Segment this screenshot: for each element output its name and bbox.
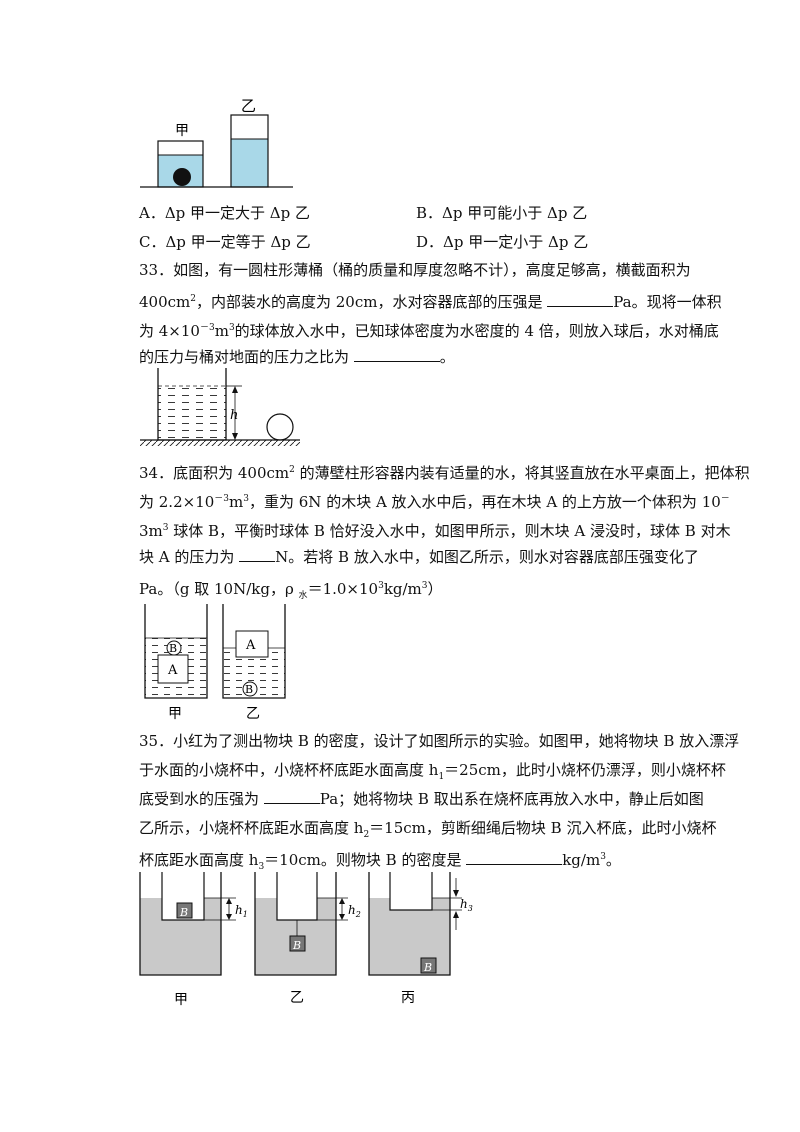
svg-text:h3: h3 bbox=[460, 897, 473, 913]
q32-figure: 乙 甲 bbox=[140, 97, 293, 188]
q35-line-1: 35．小红为了测出物块 B 的密度，设计了如图所示的实验。如图甲，她将物块 B … bbox=[139, 732, 740, 750]
q33-line-4: 的压力与桶对地面的压力之比为 。 bbox=[139, 347, 455, 366]
svg-text:B: B bbox=[245, 683, 253, 696]
q35-blank-2[interactable] bbox=[466, 850, 563, 865]
svg-text:A: A bbox=[167, 663, 178, 678]
q32-option-d: D．Δp 甲一定小于 Δp 乙 bbox=[416, 233, 589, 251]
q33-line-1: 33．如图，有一圆柱形薄桶（桶的质量和厚度忽略不计），高度足够高，横截面积为 bbox=[139, 261, 691, 279]
q34-block-a-yi bbox=[235, 630, 269, 658]
svg-text:B: B bbox=[423, 961, 432, 974]
q35-figure-bing: B h3 bbox=[368, 872, 473, 976]
q34-label-yi: 乙 bbox=[246, 706, 260, 722]
q34-line-1: 34．底面积为 400cm2 的薄壁柱形容器内装有适量的水，将其竖直放在水平桌面… bbox=[139, 464, 750, 482]
svg-text:B: B bbox=[292, 939, 301, 952]
q32-option-a: A．Δp 甲一定大于 Δp 乙 bbox=[139, 204, 311, 222]
svg-text:B: B bbox=[179, 906, 188, 919]
q34-block-a-jia bbox=[157, 654, 189, 684]
q33-line-3: 为 4×10－3m3的球体放入水中，已知球体密度为水密度的 4 倍，则放入球后，… bbox=[139, 322, 719, 340]
q34-line-2: 为 2.2×10－3m3，重为 6N 的木块 A 放入水中后，再在木块 A 的上… bbox=[139, 493, 730, 511]
q33-h-label: h bbox=[230, 408, 238, 423]
q35-figure-yi: B h2 bbox=[254, 872, 361, 976]
q33-blank-1[interactable] bbox=[547, 292, 614, 307]
q35-line-3: 底受到水的压强为 Pa；她将物块 B 取出系在烧杯底再放入水中，静止后如图 bbox=[139, 789, 704, 808]
q33-ball bbox=[266, 413, 294, 441]
q32-option-b: B．Δp 甲可能小于 Δp 乙 bbox=[416, 204, 588, 222]
q35-line-5: 杯底距水面高度 h3＝10cm。则物块 B 的密度是 kg/m3。 bbox=[139, 850, 621, 872]
q35-label-yi: 乙 bbox=[290, 990, 304, 1006]
q34-text: 34．底面积为 400cm2 的薄壁柱形容器内装有适量的水，将其竖直放在水平桌面… bbox=[139, 456, 750, 601]
q34-figure: A B A B 甲 乙 bbox=[144, 604, 286, 722]
q33-figure: h bbox=[140, 368, 300, 446]
q34-line-3: 3m3 球体 B，平衡时球体 B 恰好没入水中，如图甲所示，则木块 A 浸没时，… bbox=[139, 522, 731, 540]
q35-figure: B h1 B h2 B h3 甲 乙 bbox=[139, 872, 473, 1008]
q34-ball-b-yi bbox=[242, 681, 258, 697]
q35-line-4: 乙所示，小烧杯杯底距水面高度 h2＝15cm，剪断细绳后物块 B 沉入杯底，此时… bbox=[139, 819, 717, 840]
q33-line-2: 400cm2，内部装水的高度为 20cm，水对容器底部的压强是 Pa。现将一体积 bbox=[139, 292, 722, 311]
q34-label-jia: 甲 bbox=[168, 706, 182, 722]
q33-ground bbox=[140, 440, 300, 446]
q35-label-jia: 甲 bbox=[174, 992, 188, 1008]
q32-label-jia: 甲 bbox=[175, 123, 189, 139]
q32-container-yi-water bbox=[231, 139, 268, 187]
svg-text:A: A bbox=[245, 638, 256, 653]
q34-ball-b-jia bbox=[166, 640, 182, 656]
svg-text:h2: h2 bbox=[348, 903, 361, 919]
q34-container-jia bbox=[144, 604, 208, 699]
q34-line-5: Pa。（g 取 10N/kg，ρ 水＝1.0×103kg/m3） bbox=[139, 580, 443, 601]
q35-figure-jia: B h1 bbox=[139, 872, 248, 976]
q32-label-yi: 乙 bbox=[241, 97, 256, 115]
q34-line-4: 块 A 的压力为 N。若将 B 放入水中，如图乙所示，则水对容器底部压强变化了 bbox=[139, 547, 699, 566]
q34-blank-1[interactable] bbox=[239, 547, 276, 562]
svg-text:h1: h1 bbox=[235, 903, 248, 919]
q35-line-2: 于水面的小烧杯中，小烧杯杯底距水面高度 h1＝25cm，此时小烧杯仍漂浮，则小烧… bbox=[139, 761, 726, 782]
q32-ball bbox=[173, 168, 191, 186]
q35-text: 35．小红为了测出物块 B 的密度，设计了如图所示的实验。如图甲，她将物块 B … bbox=[139, 727, 740, 872]
q33-text: 33．如图，有一圆柱形薄桶（桶的质量和厚度忽略不计），高度足够高，横截面积为 4… bbox=[139, 256, 722, 372]
q33-blank-2[interactable] bbox=[353, 347, 440, 362]
q35-blank-1[interactable] bbox=[263, 789, 320, 804]
svg-text:B: B bbox=[169, 642, 177, 655]
q34-container-yi bbox=[222, 604, 286, 699]
q35-label-bing: 丙 bbox=[401, 990, 415, 1006]
q32-option-c: C．Δp 甲一定等于 Δp 乙 bbox=[139, 233, 311, 251]
